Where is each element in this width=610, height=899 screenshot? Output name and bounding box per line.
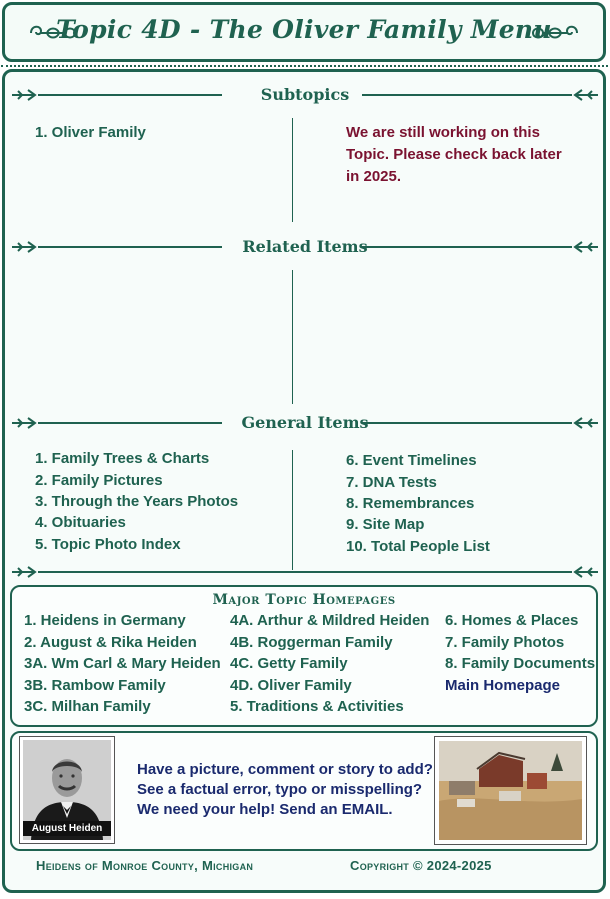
general-link-dna-tests[interactable]: 7. DNA Tests bbox=[346, 474, 437, 491]
section-heading-subtopics: Subtopics bbox=[260, 85, 350, 104]
major-link-traditions-activities[interactable]: 5. Traditions & Activities bbox=[230, 698, 404, 715]
divider-line bbox=[38, 94, 222, 96]
notice-line: We are still working on this bbox=[346, 124, 540, 141]
major-link-family-photos[interactable]: 7. Family Photos bbox=[445, 634, 565, 651]
page-title: Topic 4D - The Oliver Family Menu bbox=[56, 15, 552, 44]
notice-message: We are still working on this Topic. Plea… bbox=[346, 122, 571, 188]
major-link-family-documents[interactable]: 8. Family Documents bbox=[445, 655, 596, 672]
major-topic-homepages-panel: Major Topic Homepages bbox=[10, 585, 598, 727]
main-homepage-link[interactable]: Main Homepage bbox=[445, 677, 561, 694]
arrow-left-ornament-icon bbox=[573, 241, 598, 253]
general-link-obituaries[interactable]: 4. Obituaries bbox=[35, 514, 126, 531]
arrow-right-ornament-icon bbox=[12, 241, 37, 253]
photo-caption: August Heiden bbox=[23, 821, 111, 836]
general-link-event-timelines[interactable]: 6. Event Timelines bbox=[346, 452, 477, 469]
column-divider bbox=[292, 118, 293, 222]
major-link-wm-carl-mary[interactable]: 3A. Wm Carl & Mary Heiden bbox=[24, 655, 221, 672]
general-link-remembrances[interactable]: 8. Remembrances bbox=[346, 495, 475, 512]
divider-line bbox=[38, 246, 222, 248]
major-link-roggerman-family[interactable]: 4B. Roggerman Family bbox=[230, 634, 393, 651]
divider-line bbox=[362, 422, 572, 424]
arrow-left-ornament-icon bbox=[573, 417, 598, 429]
scroll-ornament-icon bbox=[531, 25, 578, 39]
general-link-through-the-years[interactable]: 3. Through the Years Photos bbox=[35, 493, 239, 510]
help-email-line[interactable]: We need your help! Send an EMAIL. bbox=[137, 801, 393, 818]
major-link-heidens-germany[interactable]: 1. Heidens in Germany bbox=[24, 612, 186, 629]
general-link-family-pictures[interactable]: 2. Family Pictures bbox=[35, 472, 163, 489]
general-link-total-people-list[interactable]: 10. Total People List bbox=[346, 538, 490, 555]
help-line: See a factual error, typo or misspelling… bbox=[137, 781, 423, 798]
major-link-milhan-family[interactable]: 3C. Milhan Family bbox=[24, 698, 151, 715]
notice-line: Topic. Please check back later bbox=[346, 146, 562, 163]
divider-line bbox=[38, 422, 222, 424]
arrow-right-ornament-icon bbox=[12, 417, 37, 429]
farm-photo bbox=[434, 736, 587, 845]
title-banner: Topic 4D - The Oliver Family Menu bbox=[2, 2, 606, 62]
divider-line bbox=[38, 571, 572, 573]
footer-copyright: Copyright © 2024-2025 bbox=[350, 858, 492, 873]
major-link-arthur-mildred[interactable]: 4A. Arthur & Mildred Heiden bbox=[230, 612, 430, 629]
divider-line bbox=[362, 94, 572, 96]
major-link-homes-places[interactable]: 6. Homes & Places bbox=[445, 612, 579, 629]
subtopic-link-oliver-family[interactable]: 1. Oliver Family bbox=[35, 124, 146, 141]
notice-line: in 2025. bbox=[346, 168, 402, 185]
general-link-site-map[interactable]: 9. Site Map bbox=[346, 516, 425, 533]
dotted-separator bbox=[1, 65, 608, 67]
help-line: Have a picture, comment or story to add? bbox=[137, 761, 433, 778]
major-link-getty-family[interactable]: 4C. Getty Family bbox=[230, 655, 348, 672]
help-request-text: Have a picture, comment or story to add?… bbox=[137, 760, 433, 820]
arrow-left-ornament-icon bbox=[573, 566, 598, 578]
major-topic-heading: Major Topic Homepages bbox=[212, 592, 396, 608]
arrow-left-ornament-icon bbox=[573, 89, 598, 101]
major-link-august-rika[interactable]: 2. August & Rika Heiden bbox=[24, 634, 197, 651]
column-divider bbox=[292, 450, 293, 570]
scroll-ornament-icon bbox=[30, 25, 77, 39]
arrow-right-ornament-icon bbox=[12, 89, 37, 101]
section-heading-general-items: General Items bbox=[241, 413, 369, 432]
footer-site-name: Heidens of Monroe County, Michigan bbox=[36, 858, 254, 873]
general-link-family-trees[interactable]: 1. Family Trees & Charts bbox=[35, 450, 210, 467]
column-divider bbox=[292, 270, 293, 404]
section-heading-related-items: Related Items bbox=[242, 237, 368, 256]
divider-line bbox=[362, 246, 572, 248]
farm-image bbox=[439, 741, 582, 840]
major-link-oliver-family[interactable]: 4D. Oliver Family bbox=[230, 677, 352, 694]
general-link-topic-photo-index[interactable]: 5. Topic Photo Index bbox=[35, 536, 181, 553]
arrow-right-ornament-icon bbox=[12, 566, 37, 578]
august-heiden-portrait: August Heiden bbox=[19, 736, 115, 844]
major-link-rambow-family[interactable]: 3B. Rambow Family bbox=[24, 677, 166, 694]
